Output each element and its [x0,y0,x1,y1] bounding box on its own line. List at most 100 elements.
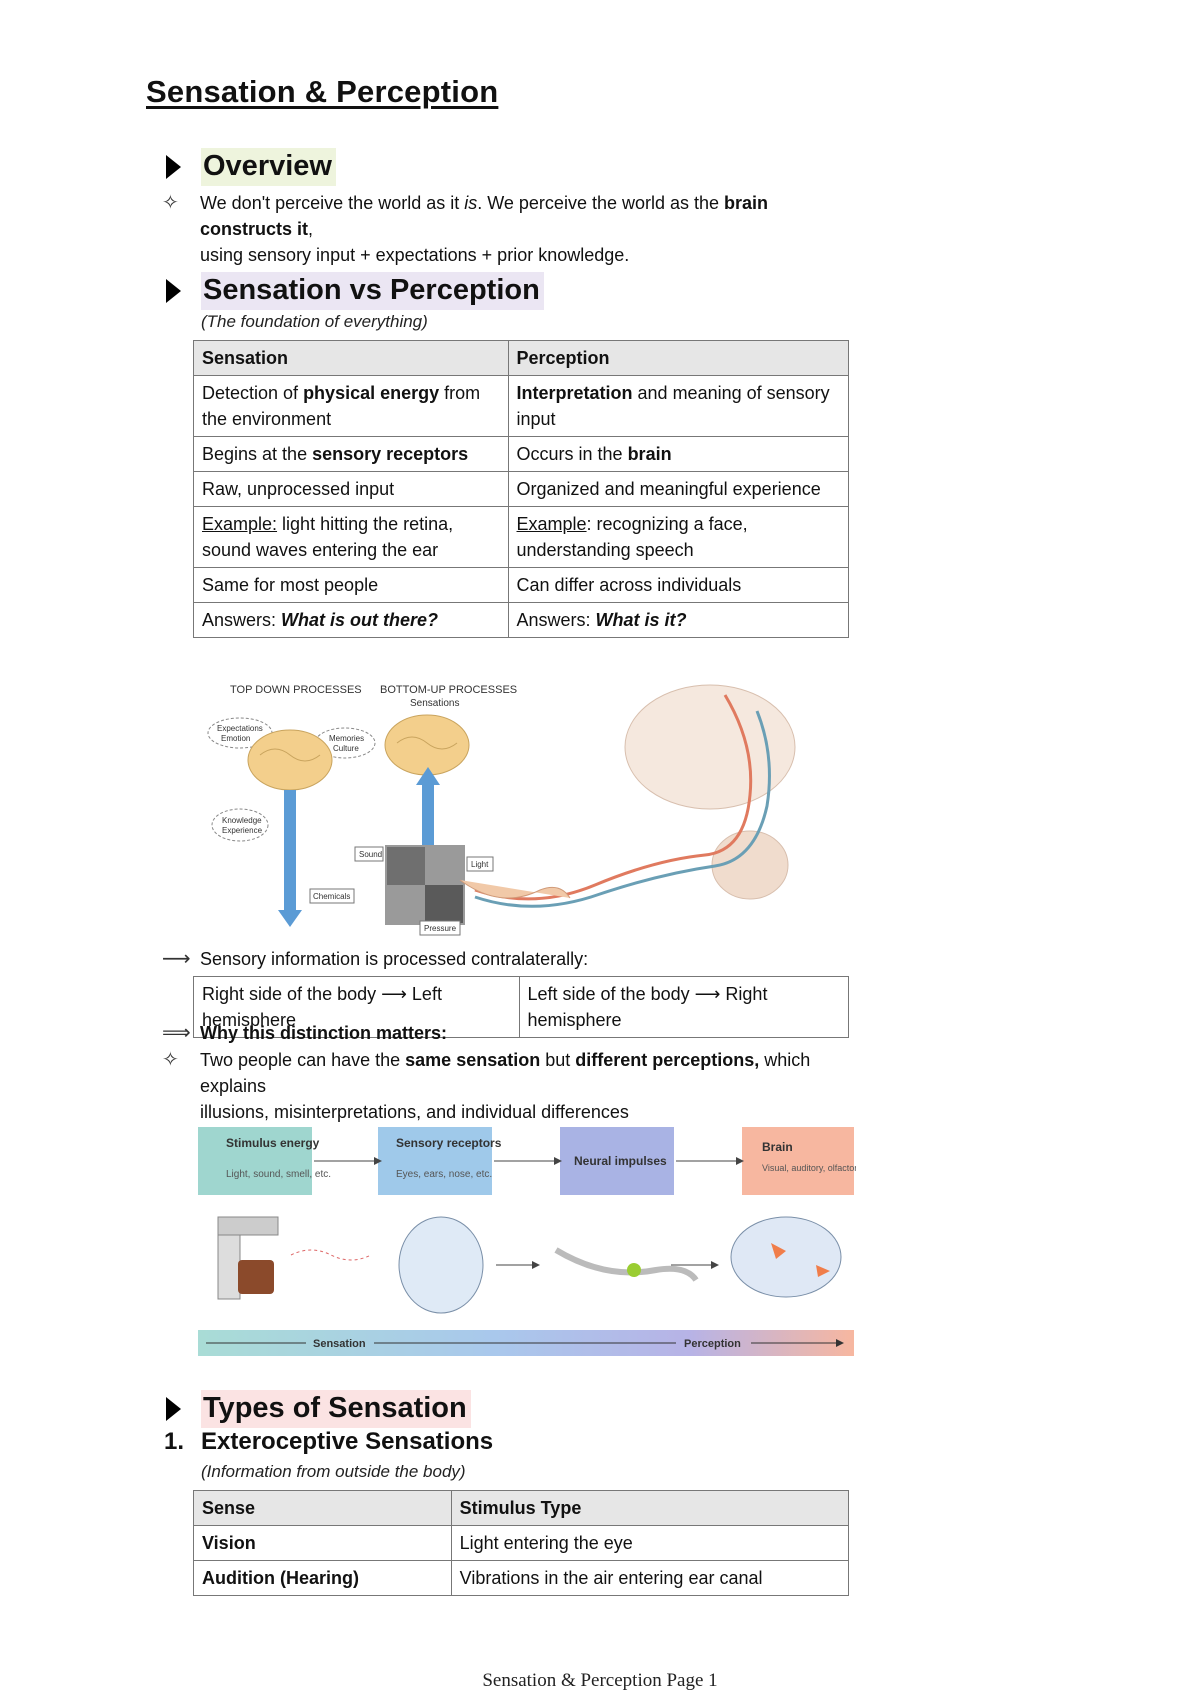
photo-tile [387,847,425,885]
cloud-label: Experience [222,826,263,835]
why-bullet: ✧ Two people can have the same sensation… [162,1047,860,1125]
why-heading-row: ⟹ Why this distinction matters: [162,1020,860,1046]
stage-box-receptors [378,1127,492,1195]
collapse-triangle-icon[interactable] [166,155,181,179]
photo-tile [425,885,463,923]
label-box [309,888,355,904]
svp-table: Sensation Perception Detection of physic… [193,340,850,638]
text-run: physical energy [303,383,440,403]
sense-label: Pressure [424,924,457,933]
arrow-right-icon [711,1261,719,1269]
table-row: Vision Light entering the eye [193,1525,850,1561]
star-bullet-icon: ✧ [162,1049,179,1071]
head-icon [398,1216,484,1314]
types-heading: Types of Sensation [201,1390,471,1428]
brain-area-highlight [816,1265,830,1277]
text-run: What is it? [595,610,687,630]
text-run: Example: [202,514,278,534]
text-run: but [540,1050,576,1070]
text-run: brain [627,444,672,464]
table-row: Right side of the body ⟶ Left hemisphere… [193,976,849,1038]
types-note: (Information from outside the body) [201,1462,466,1481]
table-header-sense: Sense [193,1490,452,1526]
exteroceptive-table: Sense Stimulus Type Vision Light enterin… [193,1490,850,1596]
page-footer: Sensation & Perception Page 1 [482,1670,718,1691]
table-header-perception: Perception [507,340,850,376]
collapse-triangle-icon[interactable] [166,1397,181,1421]
subheading-exteroceptive: 1. Exteroceptive Sensations [164,1428,493,1456]
text-run: . We perceive the world as the [477,193,725,213]
text-run: sensory receptors [312,444,469,464]
table-cell: Right side of the body ⟶ Left hemisphere [193,976,520,1038]
thought-cloud [211,808,269,842]
table-row: Detection of physical energy from the en… [193,375,850,437]
label-sensations: Sensations [410,698,459,709]
label-bottom-up: BOTTOM-UP PROCESSES [380,684,517,696]
brain-area-highlight [771,1243,786,1259]
section-sensation-vs-perception: Sensation vs Perception [166,272,544,310]
star-bullet-icon: ✧ [162,192,179,214]
arrow-right-icon [374,1157,382,1165]
contralateral-bullet: ⟶ Sensory information is processed contr… [162,946,860,972]
text-run: is [464,193,478,213]
overview-heading: Overview [201,148,336,186]
table-cell: Vibrations in the air entering ear canal [450,1560,850,1596]
text-run: , [308,219,314,239]
page-title: Sensation & Perception [146,74,499,109]
text-run: Two people can have the [200,1050,406,1070]
text-run: different perceptions, [575,1050,760,1070]
overview-bullet: ✧ We don't perceive the world as it is. … [162,190,860,268]
table-cell: Example: recognizing a face, understandi… [507,506,850,568]
text-run: from the environment [202,383,481,429]
text-run: light hitting the retina, sound waves en… [202,514,454,560]
why-text: Two people can have the same sensation b… [200,1047,860,1125]
text-run: brain constructs it [200,193,769,239]
svp-heading: Sensation vs Perception [201,272,544,310]
text-run: Answers: [202,610,282,630]
double-arrow-icon: ⟹ [162,1022,191,1044]
stage-title: Stimulus energy [226,1136,320,1150]
label-top-down: TOP DOWN PROCESSES [230,684,362,696]
table-cell: Begins at the sensory receptors [193,436,509,472]
brain-crosssection [624,684,796,810]
table-cell: Vision [193,1525,452,1561]
figure-processes-pathway: TOP DOWN PROCESSES BOTTOM-UP PROCESSES S… [207,684,796,936]
text-run: Detection of [202,383,304,403]
stage-sub: Visual, auditory, olfactory areas [762,1163,856,1173]
text-run: using sensory input + expectations + pri… [200,245,630,265]
contralateral-table: Right side of the body ⟶ Left hemisphere… [193,976,849,1038]
label-box [466,856,494,872]
arrow-right-icon [736,1157,744,1165]
overview-text: We don't perceive the world as it is. We… [200,190,860,268]
text-run: : recognizing a face, understanding spee… [516,514,748,560]
arrow-right-icon: ⟶ [162,948,191,970]
brain-icon [730,1216,842,1298]
cloud-label: Expectations [217,724,263,733]
stage-box-brain [742,1127,854,1195]
bar-label-perception: Perception [684,1338,741,1350]
stage-sub: Eyes, ears, nose, etc. [396,1169,492,1180]
text-run: Interpretation [516,383,633,403]
table-cell: Occurs in the brain [507,436,850,472]
text-run: Begins at the [202,444,313,464]
stage-box-stimulus [198,1127,312,1195]
brain-icon [384,714,470,776]
table-header-sensation: Sensation [193,340,509,376]
figure-stimulus-to-brain: Stimulus energy Light, sound, smell, etc… [198,1127,856,1356]
text-run: We don't perceive the world as it [200,193,465,213]
table-cell: Audition (Hearing) [193,1560,452,1596]
text-run: Example [516,514,587,534]
text-run: Answers: [516,610,596,630]
brain-fold [396,736,458,750]
arrow-right-icon [554,1157,562,1165]
table-cell: Left side of the body ⟶ Right hemisphere [518,976,849,1038]
table-cell: Raw, unprocessed input [193,471,509,507]
cloud-label: Emotion [221,734,250,743]
subheading-text: Exteroceptive Sensations [201,1428,494,1455]
table-row: Raw, unprocessed input Organized and mea… [193,471,850,507]
collapse-triangle-icon[interactable] [166,279,181,303]
hand-illustration [459,879,571,899]
table-cell: Interpretation and meaning of sensory in… [507,375,850,437]
sense-label: Sound [359,850,382,859]
sense-label: Light [471,860,489,869]
